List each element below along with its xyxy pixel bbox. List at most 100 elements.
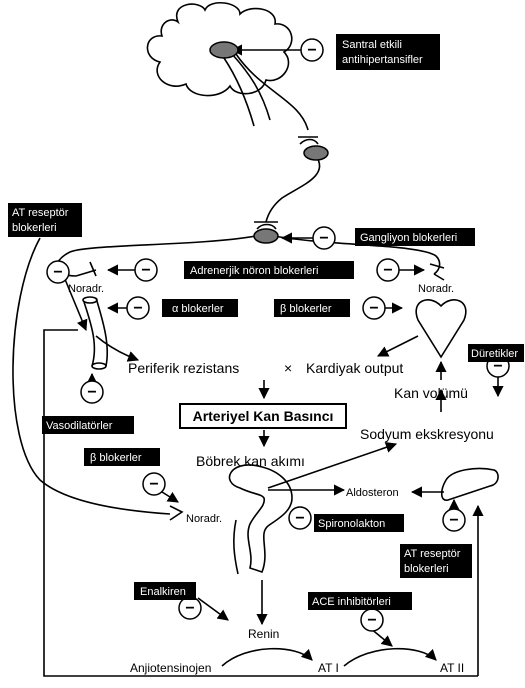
central-label-2: antihipertansifler — [342, 54, 423, 66]
inhibit-sign: − — [141, 262, 150, 279]
central-label-1: Santral etkili — [342, 39, 402, 51]
aldosterone-label: Aldosteron — [346, 487, 399, 499]
aliskiren-box — [134, 582, 196, 600]
diuretics-label: Düretikler — [471, 348, 518, 360]
at-bottom-label-1: AT reseptör — [404, 548, 461, 560]
kidney — [228, 464, 293, 573]
hypothalamic-nucleus — [209, 41, 239, 59]
at2-label: AT II — [440, 661, 464, 675]
vasodilators-box — [42, 416, 134, 434]
adrenal-gland — [440, 467, 499, 501]
ganglion-blockers-box — [355, 228, 475, 246]
arrow — [376, 335, 419, 357]
at2-feedback — [43, 329, 478, 677]
ganglion — [253, 228, 279, 244]
diuretics-box — [468, 344, 524, 362]
brain-outline — [146, 2, 293, 97]
beta-blockers-top-box — [274, 299, 350, 317]
inhibit-circle — [362, 296, 386, 320]
at-bottom-label-2: blokerleri — [404, 563, 449, 575]
inhibit-circle — [288, 506, 312, 530]
inhibit-circle — [46, 260, 70, 284]
beta-blockers-top-label: β blokerler — [280, 303, 332, 315]
at-top-label-1: AT reseptör — [12, 207, 69, 219]
at-blockers-top-box — [8, 203, 82, 237]
central-neuron-tract — [235, 53, 309, 131]
noradr-right-label: Noradr. — [418, 283, 454, 295]
heart — [415, 299, 467, 359]
inhibit-sign: − — [449, 512, 458, 529]
beta-blockers-bottom-box — [84, 448, 160, 466]
cardiac-output-label: Kardiyak output — [306, 360, 403, 376]
arrow — [197, 597, 229, 621]
inhibit-sign: − — [295, 510, 304, 527]
ace-inhibitors-box — [308, 592, 412, 610]
inhibit-sign: − — [369, 300, 378, 317]
vessel-top — [82, 296, 98, 304]
inhibit-sign: − — [307, 42, 316, 59]
inhibit-circle — [134, 258, 158, 282]
inhibit-sign: − — [133, 300, 142, 317]
angiotensinogen-label: Anjiotensinojen — [130, 661, 211, 675]
arrow — [343, 647, 437, 667]
brain-fold — [231, 53, 271, 121]
at-top-label-2: blokerleri — [12, 222, 57, 234]
blood-vessel — [83, 301, 96, 367]
at-blockers-bottom-box — [400, 544, 472, 578]
times-sign: × — [284, 360, 292, 376]
peripheral-resistance-label: Periferik rezistans — [128, 360, 239, 376]
inhibit-sign: − — [493, 358, 502, 375]
arterial-pressure-label: Arteriyel Kan Basıncı — [193, 408, 334, 424]
nerve-ending-left — [75, 261, 97, 277]
inhibit-sign: − — [367, 612, 376, 629]
at1-label: AT I — [318, 661, 339, 675]
ganglion-blockers-label: Gangliyon blokerleri — [360, 232, 457, 244]
inhibit-circle — [376, 258, 400, 282]
alpha-blockers-box — [162, 299, 238, 317]
aliskiren-label: Enalkiren — [140, 586, 186, 598]
brain-fold — [223, 57, 255, 127]
arrow — [221, 647, 313, 667]
inhibit-sign: − — [383, 262, 392, 279]
inhibit-circle — [126, 296, 150, 320]
noradr-kidney-label: Noradr. — [186, 513, 222, 525]
sodium-excretion-label: Sodyum ekskresyonu — [360, 426, 494, 442]
at-loop — [12, 237, 171, 515]
inhibit-sign: − — [87, 384, 96, 401]
inhibit-link — [61, 271, 88, 332]
inhibit-circle — [142, 472, 166, 496]
vasodilators-label: Vasodilatörler — [46, 420, 113, 432]
alpha-blockers-label: α blokerler — [172, 303, 224, 315]
inhibit-circle — [442, 508, 466, 532]
central-antihypertensives-box — [336, 34, 440, 70]
ace-inhibitors-label: ACE inhibitörleri — [312, 596, 391, 608]
blood-vessel — [95, 297, 109, 367]
brainstem-nucleus — [303, 145, 329, 161]
inhibit-circle — [80, 380, 104, 404]
ganglion-synapse — [254, 221, 278, 230]
inhibit-link — [161, 491, 179, 503]
preganglionic-axon — [265, 155, 321, 223]
spironolactone-label: Spironolakton — [318, 518, 385, 530]
adrenergic-blockers-box — [184, 261, 354, 279]
arrow — [267, 441, 398, 489]
noradr-left-label: Noradr. — [68, 283, 104, 295]
arterial-pressure-box — [179, 403, 347, 429]
inhibit-sign: − — [319, 230, 328, 247]
beta-blockers-bottom-label: β blokerler — [90, 452, 142, 464]
renal-flow-label: Böbrek kan akımı — [196, 453, 305, 469]
arrow — [95, 335, 140, 362]
synapse-1 — [298, 136, 319, 145]
kidney-vessel — [233, 519, 239, 575]
vessel-bottom — [91, 362, 107, 370]
spironolactone-box — [314, 514, 404, 532]
inhibit-circle — [300, 38, 324, 62]
inhibit-sign: − — [185, 600, 194, 617]
renin-label: Renin — [248, 627, 279, 641]
noradr-kidney-ending — [169, 505, 184, 521]
adrenergic-blockers-label: Adrenerjik nöron blokerleri — [190, 265, 318, 277]
nerve-ending-right — [429, 263, 445, 281]
inhibit-sign: − — [149, 476, 158, 493]
inhibit-circle — [312, 226, 336, 250]
